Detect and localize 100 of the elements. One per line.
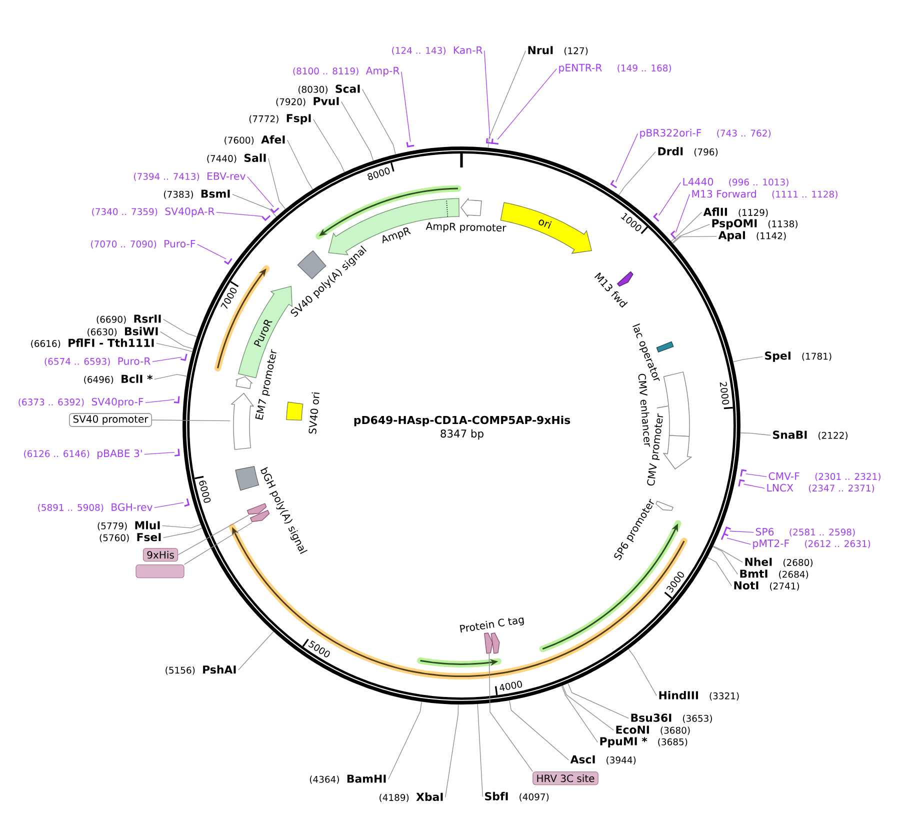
- leader-line: [568, 682, 629, 719]
- leader-line: [488, 50, 526, 148]
- leader-line: [740, 432, 771, 436]
- primer-label: (6126 .. 6146) pBABE 3': [24, 449, 142, 460]
- leader-line: [156, 342, 193, 352]
- enzyme-site-label: (7440) SalI: [207, 154, 266, 164]
- leader-line: [152, 420, 231, 422]
- primer-label: pMT2-F (2612 .. 2631): [753, 539, 870, 550]
- leader-line: [509, 700, 569, 760]
- leader-line: [238, 631, 274, 670]
- primer-label: (124 .. 143) Kan-R: [392, 46, 482, 55]
- enzyme-site-label: ApaI (1142): [718, 231, 786, 242]
- enzyme-site-label: NruI (127): [528, 46, 588, 56]
- plasmid-length: 8347 bp: [440, 429, 484, 440]
- enzyme-site-label: (5779) MluI: [98, 520, 160, 530]
- enzyme-site-label: HindIII (3321): [659, 690, 739, 700]
- scale-label: 8000: [368, 168, 390, 180]
- scale-label: 4000: [500, 680, 522, 691]
- primer-mark: [720, 532, 728, 540]
- primer-mark: [740, 469, 747, 476]
- primer-mark: [224, 258, 232, 265]
- leader-line: [247, 176, 274, 208]
- leader-line: [743, 484, 765, 489]
- leader-line: [178, 514, 250, 556]
- leader-line: [145, 399, 175, 404]
- leader-line: [197, 244, 226, 260]
- leader-line: [341, 101, 374, 162]
- node-label: SV40 ori: [308, 392, 320, 434]
- leader-line: [154, 374, 188, 380]
- leader-line: [163, 528, 202, 538]
- enzyme-site-label: (6496) BclI *: [84, 374, 153, 384]
- node-label: Protein C tag: [460, 617, 524, 633]
- enzyme-site-label: (6630) BsiWI: [88, 326, 158, 336]
- primer-label: (6373 .. 6392) SV40pro-F: [18, 398, 144, 408]
- primer-label: pBR322ori-F (743 .. 762): [640, 128, 771, 139]
- scale-label: 6000: [199, 480, 211, 503]
- enzyme-site-label: (8030) ScaI: [298, 84, 360, 94]
- primer-mark: [486, 138, 494, 144]
- leader-line: [497, 68, 557, 140]
- enzyme-site-label: SbfI (4097): [485, 792, 549, 802]
- enzyme-site-label: (5156) PshAI: [166, 665, 236, 675]
- enzyme-site-label: AflII (1129): [703, 208, 768, 218]
- feature-segment: [230, 392, 254, 450]
- leader-line: [675, 194, 690, 233]
- feature-segment: [246, 503, 267, 515]
- primer-label: CMV-F (2301 .. 2321): [768, 472, 880, 482]
- leader-line: [726, 538, 751, 545]
- enzyme-site-label: AscI (3944): [570, 755, 636, 765]
- enzyme-site-label: Bsu36I (3653): [631, 714, 712, 723]
- enzyme-site-label: (4364) BamHI: [310, 774, 386, 784]
- feature-tag: SV40 promoter: [69, 413, 152, 427]
- leader-line: [388, 701, 422, 780]
- enzyme-site-label: EcoNI (3680): [616, 726, 690, 735]
- feature-segment: Protein C tag: [460, 617, 524, 654]
- leader-line: [184, 522, 252, 565]
- leader-line: [561, 686, 598, 743]
- leader-line: [160, 331, 194, 350]
- primer-mark: [670, 230, 676, 240]
- leader-line: [707, 557, 732, 586]
- leader-line: [562, 685, 614, 731]
- enzyme-site-label: (7600) AfeI: [224, 135, 285, 145]
- leader-line: [154, 502, 184, 508]
- primer-label: (7394 .. 7413) EBV-rev: [134, 172, 246, 181]
- primer-mark: [270, 208, 280, 214]
- enzyme-site-label: (7383) BsmI: [164, 190, 230, 199]
- primer-label: pENTR-R (149 .. 168): [559, 64, 672, 74]
- primer-label: L4440 (996 .. 1013): [683, 178, 788, 187]
- leader-line: [616, 133, 638, 182]
- leader-line: [670, 212, 702, 242]
- enzyme-site-label: (7920) PvuI: [276, 97, 339, 106]
- enzyme-site-label: (5760) FseI: [100, 533, 161, 542]
- leader-line: [445, 704, 459, 798]
- primer-mark: [180, 354, 188, 362]
- leader-line: [488, 652, 533, 772]
- primer-mark: [652, 212, 660, 222]
- scale-label: 2000: [720, 382, 730, 405]
- leader-line: [477, 704, 483, 798]
- enzyme-site-label: PspOMI (1138): [712, 219, 798, 230]
- leader-line: [618, 151, 656, 196]
- primer-mark: [724, 526, 732, 534]
- feature-tag: 9xHis: [142, 548, 178, 562]
- leader-line: [729, 530, 754, 533]
- primer-mark: [610, 180, 617, 188]
- feature-segment: [250, 510, 270, 522]
- primer-label: (7340 .. 7359) SV40pA-R: [92, 207, 214, 218]
- enzyme-site-label: PpuMI * (3685): [600, 737, 688, 748]
- enzyme-site-label: SpeI (1781): [765, 352, 832, 362]
- enzyme-site-label: BmtI (2684): [740, 570, 808, 579]
- leader-line: [658, 182, 681, 216]
- feature-tag: HRV 3C site: [532, 771, 598, 786]
- leader-line: [152, 356, 182, 362]
- leader-line: [745, 474, 767, 478]
- feature-segment: SV40 ori: [286, 392, 320, 434]
- feature-segment: [484, 632, 493, 654]
- primer-mark: [491, 138, 499, 145]
- primer-mark: [406, 142, 414, 148]
- leader-line: [162, 524, 201, 528]
- leader-line: [313, 118, 345, 173]
- enzyme-site-label: (4189) XbaI: [380, 792, 443, 802]
- enzyme-site-label: NheI (2680): [745, 558, 812, 568]
